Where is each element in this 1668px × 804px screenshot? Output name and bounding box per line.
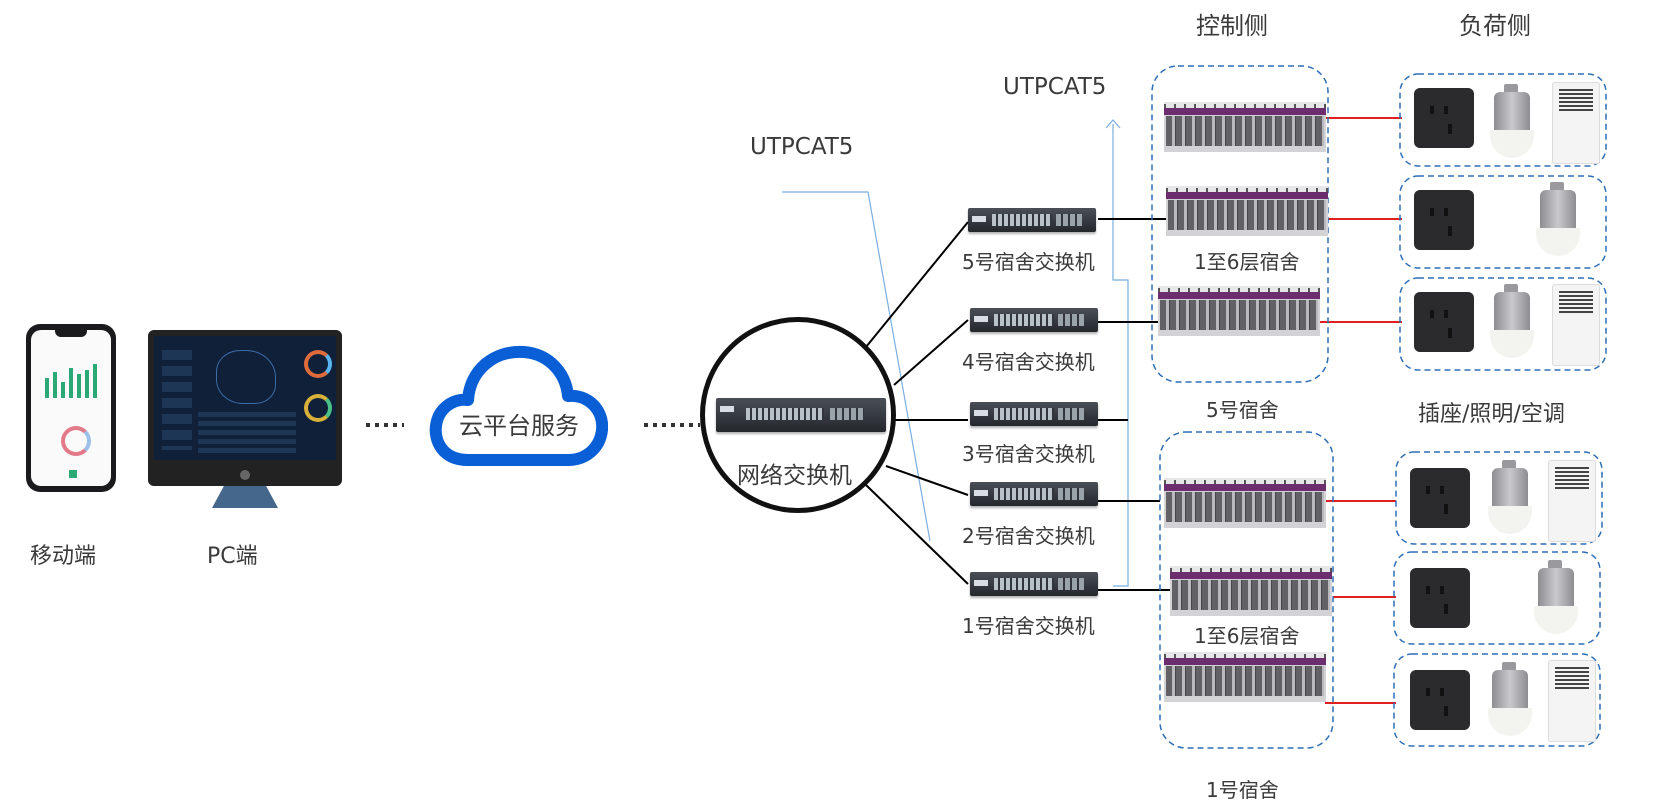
monitor-icon: [148, 330, 342, 510]
light-bulb-icon: [1490, 84, 1534, 158]
breaker-panel-icon: [1164, 478, 1326, 528]
cloud-label: 云平台服务: [459, 412, 579, 440]
wall-socket-icon: [1414, 88, 1474, 148]
network-switch-icon: [968, 208, 1096, 232]
dorm1-label: 1号宿舍: [1206, 778, 1279, 802]
dorm-switch-label: 2号宿舍交换机: [962, 524, 1095, 548]
cloud-icon: [429, 345, 608, 466]
load-types-label: 插座/照明/空调: [1418, 402, 1565, 427]
floors-label-bottom: 1至6层宿舍: [1194, 624, 1300, 648]
wall-socket-icon: [1410, 670, 1470, 730]
control-side-header: 控制侧: [1196, 12, 1268, 40]
dorm-switch-label: 5号宿舍交换机: [962, 250, 1095, 274]
mobile-label: 移动端: [30, 544, 97, 569]
light-bulb-icon: [1490, 284, 1534, 358]
breaker-panel-icon: [1166, 186, 1328, 236]
breaker-panel-icon: [1158, 286, 1320, 336]
cable-label-left: UTPCAT5: [750, 134, 854, 160]
pc-label: PC端: [207, 544, 258, 569]
smartphone-icon: [26, 324, 116, 492]
breaker-panel-icon: [1170, 566, 1332, 616]
wall-socket-icon: [1410, 568, 1470, 628]
wall-socket-icon: [1414, 292, 1474, 352]
network-switch-icon: [970, 308, 1098, 332]
floors-label-top: 1至6层宿舍: [1194, 250, 1300, 274]
air-conditioner-icon: [1552, 82, 1600, 164]
cable-label-top: UTPCAT5: [1003, 74, 1107, 100]
network-switch-icon: [970, 402, 1098, 426]
dorm-switch-label: 4号宿舍交换机: [962, 350, 1095, 374]
network-switch-icon: [716, 398, 886, 432]
air-conditioner-icon: [1552, 284, 1600, 366]
breaker-panel-icon: [1164, 102, 1326, 152]
wall-socket-icon: [1410, 468, 1470, 528]
dorm-switch-label: 1号宿舍交换机: [962, 614, 1095, 638]
dorm5-label: 5号宿舍: [1206, 398, 1279, 422]
light-bulb-icon: [1488, 662, 1532, 736]
wall-socket-icon: [1414, 190, 1474, 250]
light-bulb-icon: [1536, 182, 1580, 256]
light-bulb-icon: [1488, 460, 1532, 534]
load-side-header: 负荷侧: [1459, 12, 1531, 40]
air-conditioner-icon: [1548, 460, 1596, 542]
dorm-switch-label: 3号宿舍交换机: [962, 442, 1095, 466]
air-conditioner-icon: [1548, 660, 1596, 742]
network-switch-label: 网络交换机: [737, 463, 852, 489]
light-bulb-icon: [1534, 560, 1578, 634]
network-switch-icon: [970, 572, 1098, 596]
breaker-panel-icon: [1164, 652, 1326, 702]
network-switch-icon: [970, 482, 1098, 506]
